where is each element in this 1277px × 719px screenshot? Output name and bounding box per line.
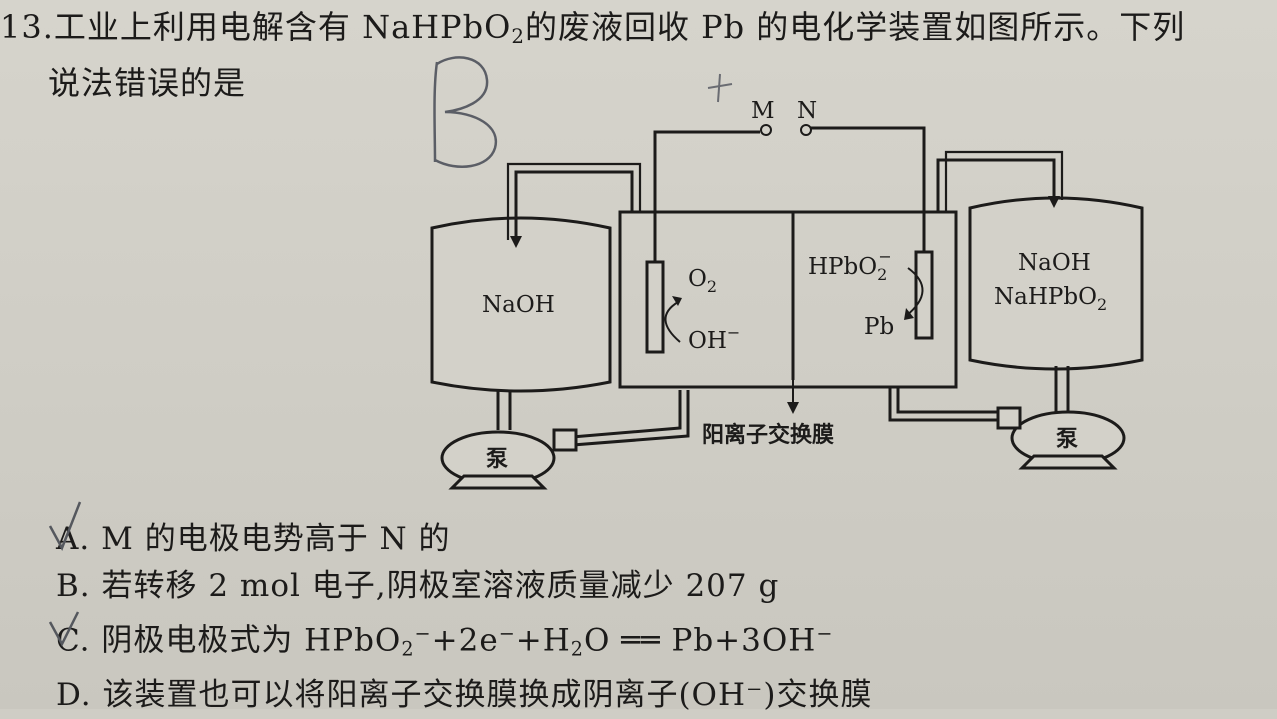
right-pump-label: 泵 <box>1056 427 1078 452</box>
right-tank <box>968 196 1144 371</box>
question-stem: 13.工业上利用电解含有 NaHPbO2的废液回收 Pb 的电化学装置如图所示。… <box>0 4 1277 106</box>
option-c[interactable]: C. 阴极电极式为 HPbO2−+2e−+H2O ══ Pb+3OH− <box>56 622 834 661</box>
electrolysis-diagram: M N NaOH NaOH NaHPbO2 O2 OH− HPbO2− Pb 阳… <box>420 90 1160 500</box>
anode-product-label: O2 <box>688 266 717 296</box>
electrolysis-diagram-svg: M N NaOH NaOH NaHPbO2 O2 OH− HPbO2− Pb 阳… <box>430 98 1144 490</box>
option-d[interactable]: D. 该装置也可以将阳离子交换膜换成阴离子(OH⁻)交换膜 <box>56 677 873 714</box>
left-pump-label: 泵 <box>486 447 508 472</box>
stem-line-1: 13.工业上利用电解含有 NaHPbO2的废液回收 Pb 的电化学装置如图所示。… <box>0 8 1186 48</box>
option-b[interactable]: B. 若转移 2 mol 电子,阴极室溶液质量减少 207 g <box>56 568 780 604</box>
anode-electrode <box>645 260 665 354</box>
terminal-n <box>800 124 812 136</box>
cathode-electrode <box>914 250 934 340</box>
right-tank-label-2: NaHPbO2 <box>994 284 1107 314</box>
stem-line-2: 说法错误的是 <box>48 63 247 102</box>
electrolytic-cell <box>618 210 958 389</box>
cathode-product-label: Pb <box>864 314 894 340</box>
left-tank <box>430 216 612 393</box>
terminal-n-label: N <box>797 98 817 124</box>
cathode-reactant-label: HPbO2− <box>808 247 892 284</box>
anode-reactant-label: OH− <box>688 323 740 354</box>
answer-options: A. M 的电极电势高于 N 的 B. 若转移 2 mol 电子,阴极室溶液质量… <box>56 516 1256 719</box>
question-number: 13. <box>0 8 54 46</box>
option-a[interactable]: A. M 的电极电势高于 N 的 <box>56 521 451 557</box>
terminal-m-label: M <box>751 98 775 124</box>
left-tank-label: NaOH <box>482 292 555 318</box>
right-tank-label-1: NaOH <box>1018 250 1091 276</box>
terminal-m <box>760 124 772 136</box>
membrane-label: 阳离子交换膜 <box>702 422 834 448</box>
